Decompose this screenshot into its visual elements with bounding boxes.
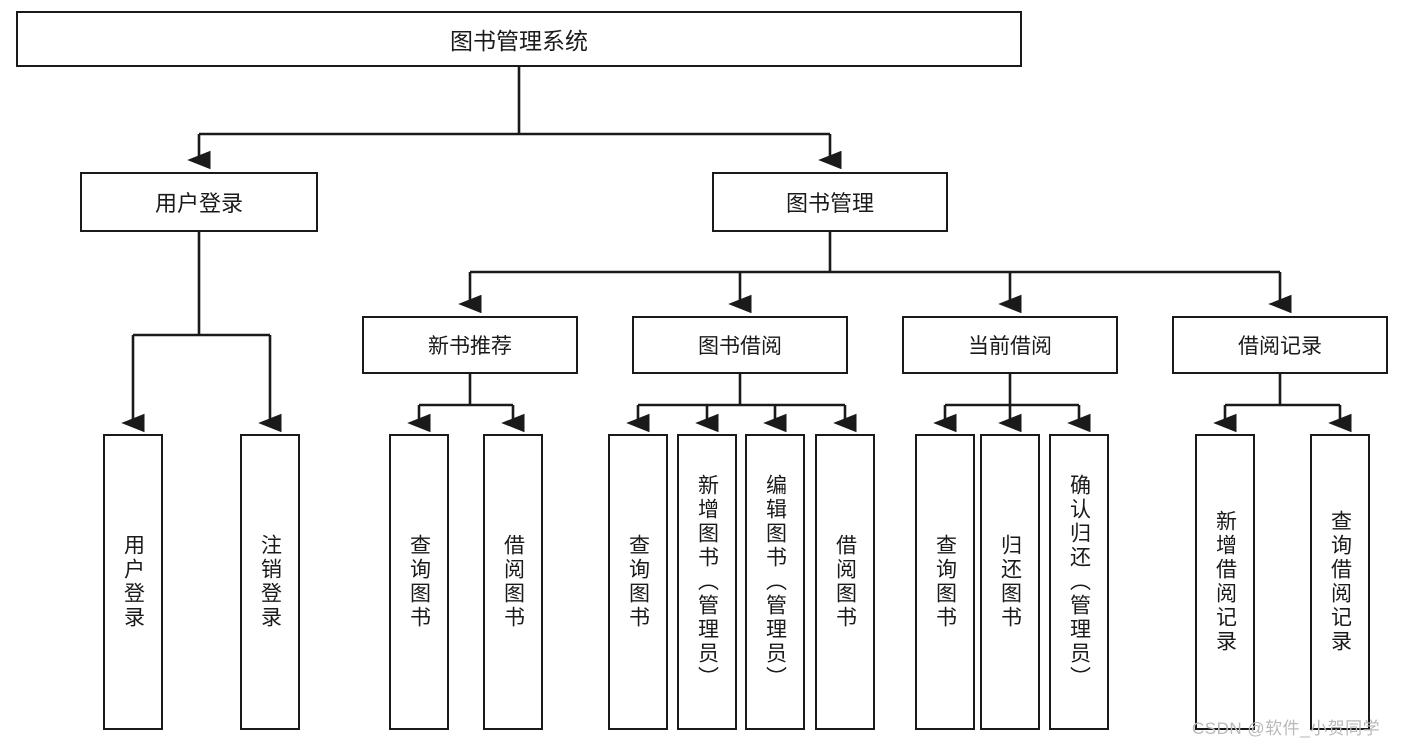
- leaf-confirm-return-admin[interactable]: 确认归还（管理员）: [1049, 434, 1109, 730]
- leaf-return-book[interactable]: 归还图书: [980, 434, 1040, 730]
- watermark-text: CSDN @软件_小贺同学: [1192, 719, 1381, 738]
- leaf-user-login[interactable]: 用户登录: [103, 434, 163, 730]
- node-user-login[interactable]: 用户登录: [80, 172, 318, 232]
- node-book-management[interactable]: 图书管理: [712, 172, 948, 232]
- leaf-logout[interactable]: 注销登录: [240, 434, 300, 730]
- node-root-system[interactable]: 图书管理系统: [16, 11, 1022, 67]
- leaf-borrow-book[interactable]: 借阅图书: [815, 434, 875, 730]
- leaf-query-book-current[interactable]: 查询图书: [915, 434, 975, 730]
- node-book-borrow[interactable]: 图书借阅: [632, 316, 848, 374]
- leaf-borrow-book-recommend[interactable]: 借阅图书: [483, 434, 543, 730]
- leaf-query-book-borrow[interactable]: 查询图书: [608, 434, 668, 730]
- leaf-add-book-admin[interactable]: 新增图书（管理员）: [677, 434, 737, 730]
- leaf-add-borrow-record[interactable]: 新增借阅记录: [1195, 434, 1255, 730]
- leaf-query-book-recommend[interactable]: 查询图书: [389, 434, 449, 730]
- node-current-borrow[interactable]: 当前借阅: [902, 316, 1118, 374]
- leaf-edit-book-admin[interactable]: 编辑图书（管理员）: [745, 434, 805, 730]
- node-borrow-record[interactable]: 借阅记录: [1172, 316, 1388, 374]
- node-new-book-recommend[interactable]: 新书推荐: [362, 316, 578, 374]
- leaf-query-borrow-record[interactable]: 查询借阅记录: [1310, 434, 1370, 730]
